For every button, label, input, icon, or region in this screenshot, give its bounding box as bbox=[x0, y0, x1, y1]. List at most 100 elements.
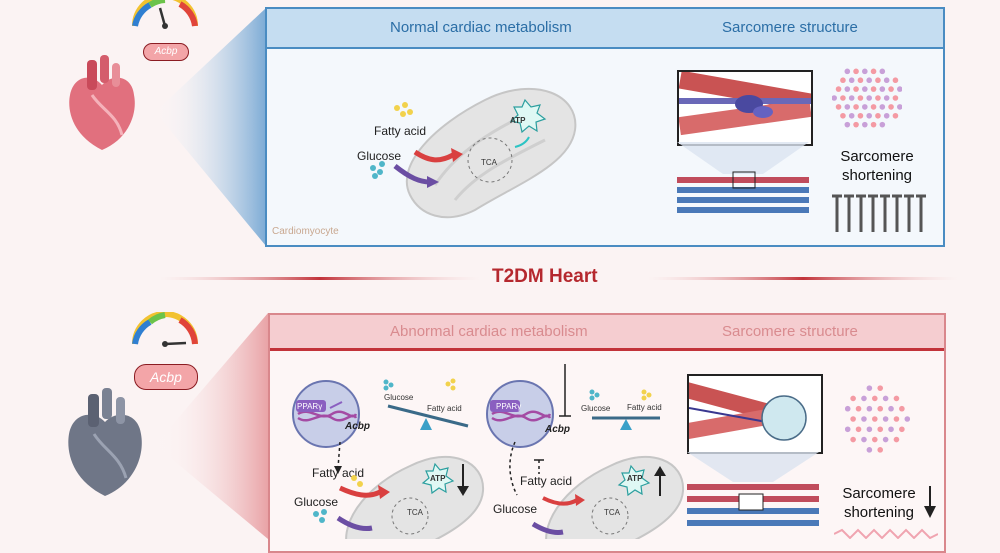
lattice-dot bbox=[857, 112, 864, 119]
lattice-dot bbox=[850, 436, 856, 443]
lattice-dot bbox=[870, 104, 877, 110]
lattice-dot bbox=[899, 426, 905, 433]
fatty-acid-label-bottom-right: Fatty acid bbox=[520, 474, 573, 488]
header-sarcomere-structure-top: Sarcomere structure bbox=[722, 19, 858, 36]
normal-metabolism-panel: Normal cardiac metabolism Sarcomere stru… bbox=[265, 7, 945, 247]
lattice-dot bbox=[871, 395, 878, 402]
lattice-dot bbox=[877, 405, 884, 412]
balance-glucose-right: Glucose bbox=[581, 404, 611, 413]
balance-glucose-left: Glucose bbox=[384, 393, 414, 402]
balance-fatty-left: Fatty acid bbox=[427, 404, 462, 413]
lattice-dot bbox=[888, 426, 894, 433]
lattice-dot bbox=[866, 77, 872, 84]
lattice-dot bbox=[835, 104, 842, 110]
sarcomere-zoom-top bbox=[677, 70, 813, 146]
header-normal-metabolism: Normal cardiac metabolism bbox=[390, 19, 572, 36]
atp-label-bottom-right: ATP bbox=[627, 474, 643, 483]
lattice-dot bbox=[848, 77, 855, 84]
lattice-dot bbox=[862, 86, 868, 92]
spring-coil bbox=[904, 194, 914, 232]
lattice-dot bbox=[857, 77, 864, 84]
lattice-dot bbox=[879, 104, 886, 110]
lattice-dot bbox=[862, 121, 868, 128]
lattice-dot bbox=[866, 385, 873, 391]
lattice-bottom-icon bbox=[845, 385, 910, 453]
lattice-dot bbox=[866, 112, 872, 119]
glucose-label-bottom-left: Glucose bbox=[294, 495, 339, 509]
lattice-dot bbox=[877, 426, 884, 433]
header-sarcomere-structure-bottom: Sarcomere structure bbox=[722, 323, 858, 340]
mitochondrion-bottom-right-icon bbox=[545, 456, 685, 539]
lattice-dot bbox=[862, 104, 868, 110]
heart-bottom-icon bbox=[68, 388, 142, 496]
t2dm-heart-title: T2DM Heart bbox=[492, 266, 598, 287]
mitochondrion-top-icon bbox=[405, 87, 577, 219]
lattice-dot bbox=[850, 416, 856, 422]
lattice-dot bbox=[844, 86, 851, 92]
lattice-dot bbox=[861, 416, 867, 422]
lattice-dot bbox=[871, 416, 878, 422]
spring-coil bbox=[868, 194, 878, 232]
lattice-dot bbox=[845, 426, 851, 433]
sarcomere-springs-bottom bbox=[834, 528, 938, 539]
spring-coil bbox=[880, 194, 890, 232]
lattice-dot bbox=[879, 68, 886, 75]
lattice-dot bbox=[893, 395, 900, 402]
lattice-dot bbox=[888, 405, 894, 412]
lattice-dot bbox=[897, 104, 902, 110]
lattice-dot bbox=[877, 447, 884, 453]
atp-label-bottom-left: ATP bbox=[430, 474, 446, 483]
lattice-dot bbox=[866, 95, 872, 101]
lattice-top-icon bbox=[832, 68, 902, 128]
tca-label-bottom-right: TCA bbox=[604, 508, 620, 517]
cardiomyocyte-label: Cardiomyocyte bbox=[272, 226, 339, 237]
balance-right-icon bbox=[589, 389, 660, 430]
lattice-dot bbox=[850, 395, 856, 402]
tca-label-bottom-left: TCA bbox=[407, 508, 423, 517]
sarcomere-filaments-bottom bbox=[687, 452, 819, 526]
sarcomere-filaments-top bbox=[677, 142, 809, 213]
panel-header-top: Normal cardiac metabolism Sarcomere stru… bbox=[267, 9, 943, 49]
lattice-dot bbox=[888, 104, 894, 110]
lattice-dot bbox=[844, 121, 851, 128]
lattice-dot bbox=[840, 95, 846, 101]
lattice-dot bbox=[862, 68, 868, 75]
lattice-dot bbox=[877, 385, 884, 391]
gauge-top-icon bbox=[132, 0, 198, 29]
lattice-dot bbox=[899, 405, 905, 412]
lattice-dot bbox=[882, 436, 889, 443]
panel-header-bottom: Abnormal cardiac metabolism Sarcomere st… bbox=[270, 315, 944, 351]
tca-label-top: TCA bbox=[481, 158, 497, 167]
lattice-dot bbox=[871, 436, 878, 443]
lattice-dot bbox=[882, 395, 889, 402]
substrate-arrows-bottom-right bbox=[509, 441, 585, 535]
lattice-dot bbox=[840, 112, 846, 119]
nucleus-right-icon bbox=[486, 380, 554, 448]
balance-fatty-right: Fatty acid bbox=[627, 403, 662, 412]
myosin-actin-top-icon bbox=[678, 70, 812, 136]
divider-line-left bbox=[160, 277, 480, 280]
lattice-dot bbox=[883, 95, 890, 101]
lattice-dot bbox=[875, 95, 881, 101]
lattice-dot bbox=[861, 436, 867, 443]
divider-line-right bbox=[648, 277, 958, 280]
lattice-dot bbox=[840, 77, 846, 84]
lattice-dot bbox=[893, 416, 900, 422]
substrate-arrows-bottom-left bbox=[313, 441, 390, 531]
spring-coil bbox=[844, 194, 854, 232]
lattice-dot bbox=[879, 86, 886, 92]
acbp-gene-left: Acbp bbox=[345, 421, 370, 432]
zoom-wedge-top bbox=[155, 8, 266, 246]
lattice-dot bbox=[870, 68, 877, 75]
down-arrow-icon bbox=[924, 486, 936, 518]
lattice-dot bbox=[855, 426, 862, 433]
balance-left-icon bbox=[383, 378, 469, 430]
lattice-dot bbox=[883, 77, 890, 84]
sarcomere-shortening-label-top: Sarcomere shortening bbox=[840, 148, 914, 184]
lattice-dot bbox=[853, 121, 859, 128]
inhibition-marker bbox=[559, 364, 571, 417]
atp-label-top: ATP bbox=[510, 116, 526, 125]
lattice-dot bbox=[832, 95, 837, 101]
acbp-badge-bottom: Acbp bbox=[134, 364, 198, 390]
nucleus-left-icon bbox=[292, 380, 360, 448]
